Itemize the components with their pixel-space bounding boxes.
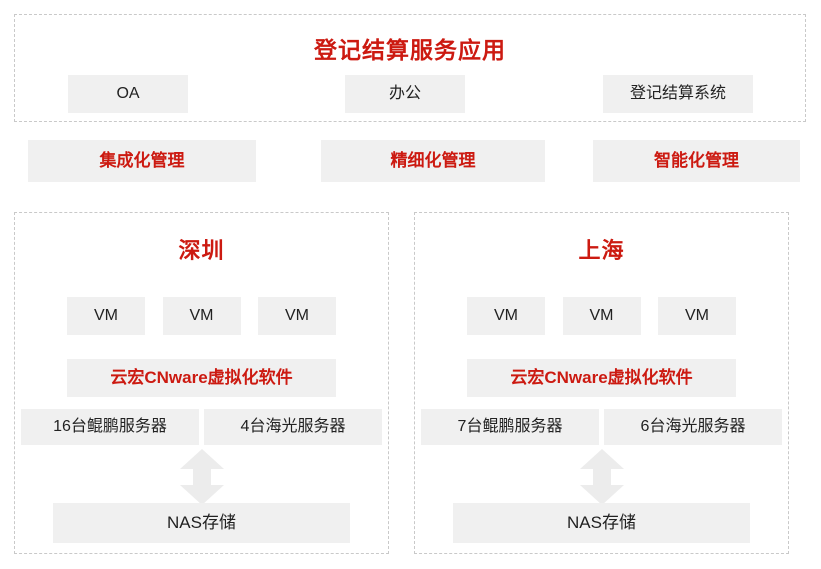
vm-row-shenzhen: VM VM VM [67, 297, 336, 335]
server-row-shanghai: 7台鲲鹏服务器 6台海光服务器 [421, 409, 782, 445]
site-title-shenzhen: 深圳 [178, 238, 225, 263]
double-arrow-vertical-icon [579, 449, 624, 505]
vm-tile[interactable]: VM [258, 297, 336, 335]
server-tile-hygon[interactable]: 4台海光服务器 [204, 409, 382, 445]
server-row-shenzhen: 16台鲲鹏服务器 4台海光服务器 [21, 409, 382, 445]
vm-tile[interactable]: VM [658, 297, 736, 335]
server-tile-kunpeng[interactable]: 16台鲲鹏服务器 [21, 409, 199, 445]
vm-tile[interactable]: VM [467, 297, 545, 335]
storage-bar-shanghai[interactable]: NAS存储 [453, 503, 750, 543]
site-panel-shenzhen: 深圳 VM VM VM 云宏CNware虚拟化软件 16台鲲鹏服务器 4台海光服… [14, 212, 389, 554]
site-panel-shanghai: 上海 VM VM VM 云宏CNware虚拟化软件 7台鲲鹏服务器 6台海光服务… [414, 212, 789, 554]
hypervisor-bar-shenzhen[interactable]: 云宏CNware虚拟化软件 [67, 359, 336, 397]
double-arrow-vertical-icon [179, 449, 224, 505]
site-title-shanghai: 上海 [578, 238, 625, 263]
application-tile-settlement-system[interactable]: 登记结算系统 [603, 75, 753, 113]
storage-link-shenzhen [15, 449, 388, 505]
application-tile-row: OA 办公 登记结算系统 [15, 75, 805, 113]
storage-link-shanghai [415, 449, 788, 505]
hypervisor-bar-shanghai[interactable]: 云宏CNware虚拟化软件 [467, 359, 736, 397]
vm-tile[interactable]: VM [67, 297, 145, 335]
application-band: 登记结算服务应用 OA 办公 登记结算系统 [14, 14, 806, 122]
server-tile-kunpeng[interactable]: 7台鲲鹏服务器 [421, 409, 599, 445]
application-tile-office[interactable]: 办公 [345, 75, 465, 113]
server-tile-hygon[interactable]: 6台海光服务器 [604, 409, 782, 445]
application-tile-oa[interactable]: OA [68, 75, 188, 113]
management-tile-refined[interactable]: 精细化管理 [321, 140, 545, 182]
management-tile-intelligent[interactable]: 智能化管理 [593, 140, 800, 182]
vm-tile[interactable]: VM [162, 297, 241, 335]
vm-tile[interactable]: VM [562, 297, 641, 335]
management-tile-integrated[interactable]: 集成化管理 [28, 140, 256, 182]
storage-bar-shenzhen[interactable]: NAS存储 [53, 503, 350, 543]
vm-row-shanghai: VM VM VM [467, 297, 736, 335]
application-band-title: 登记结算服务应用 [314, 37, 506, 63]
